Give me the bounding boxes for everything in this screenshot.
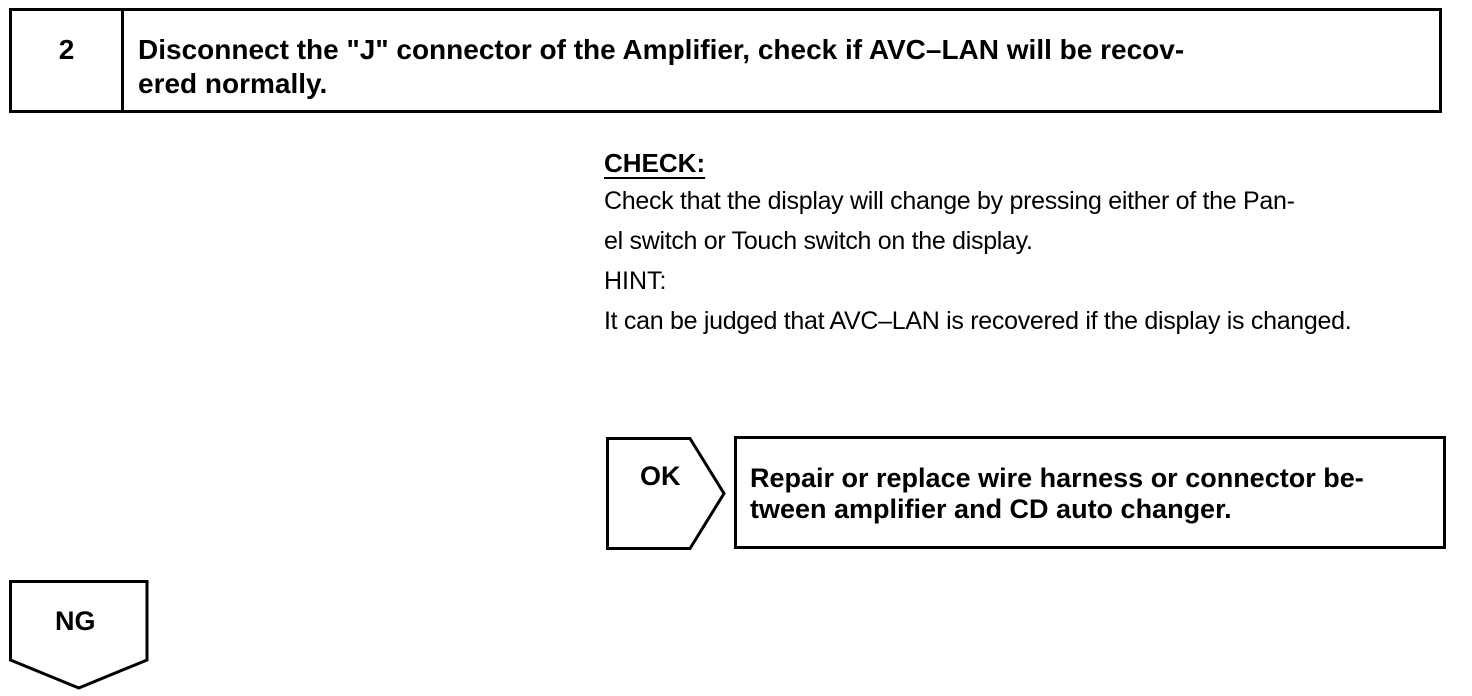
check-heading: CHECK: bbox=[604, 148, 706, 178]
ng-arrow-shape bbox=[9, 580, 149, 690]
hint-text: It can be judged that AVC–LAN is recover… bbox=[604, 307, 1352, 335]
check-text: Check that the display will change by pr… bbox=[604, 187, 1295, 255]
ok-label: OK bbox=[640, 461, 681, 491]
step-number: 2 bbox=[12, 11, 124, 110]
ng-result-tag: NG bbox=[9, 580, 149, 690]
step-title: Disconnect the "J" connector of the Ampl… bbox=[138, 34, 1185, 99]
ng-label: NG bbox=[55, 606, 96, 636]
check-section: CHECK: Check that the display will chang… bbox=[604, 145, 1446, 341]
ok-arrow-shape bbox=[606, 437, 726, 550]
ok-action-box: Repair or replace wire harness or connec… bbox=[734, 436, 1446, 549]
ok-result-tag: OK bbox=[606, 437, 728, 550]
step-header: 2 Disconnect the "J" connector of the Am… bbox=[9, 8, 1442, 113]
hint-label: HINT: bbox=[604, 267, 667, 295]
ok-action-text: Repair or replace wire harness or connec… bbox=[750, 463, 1364, 524]
